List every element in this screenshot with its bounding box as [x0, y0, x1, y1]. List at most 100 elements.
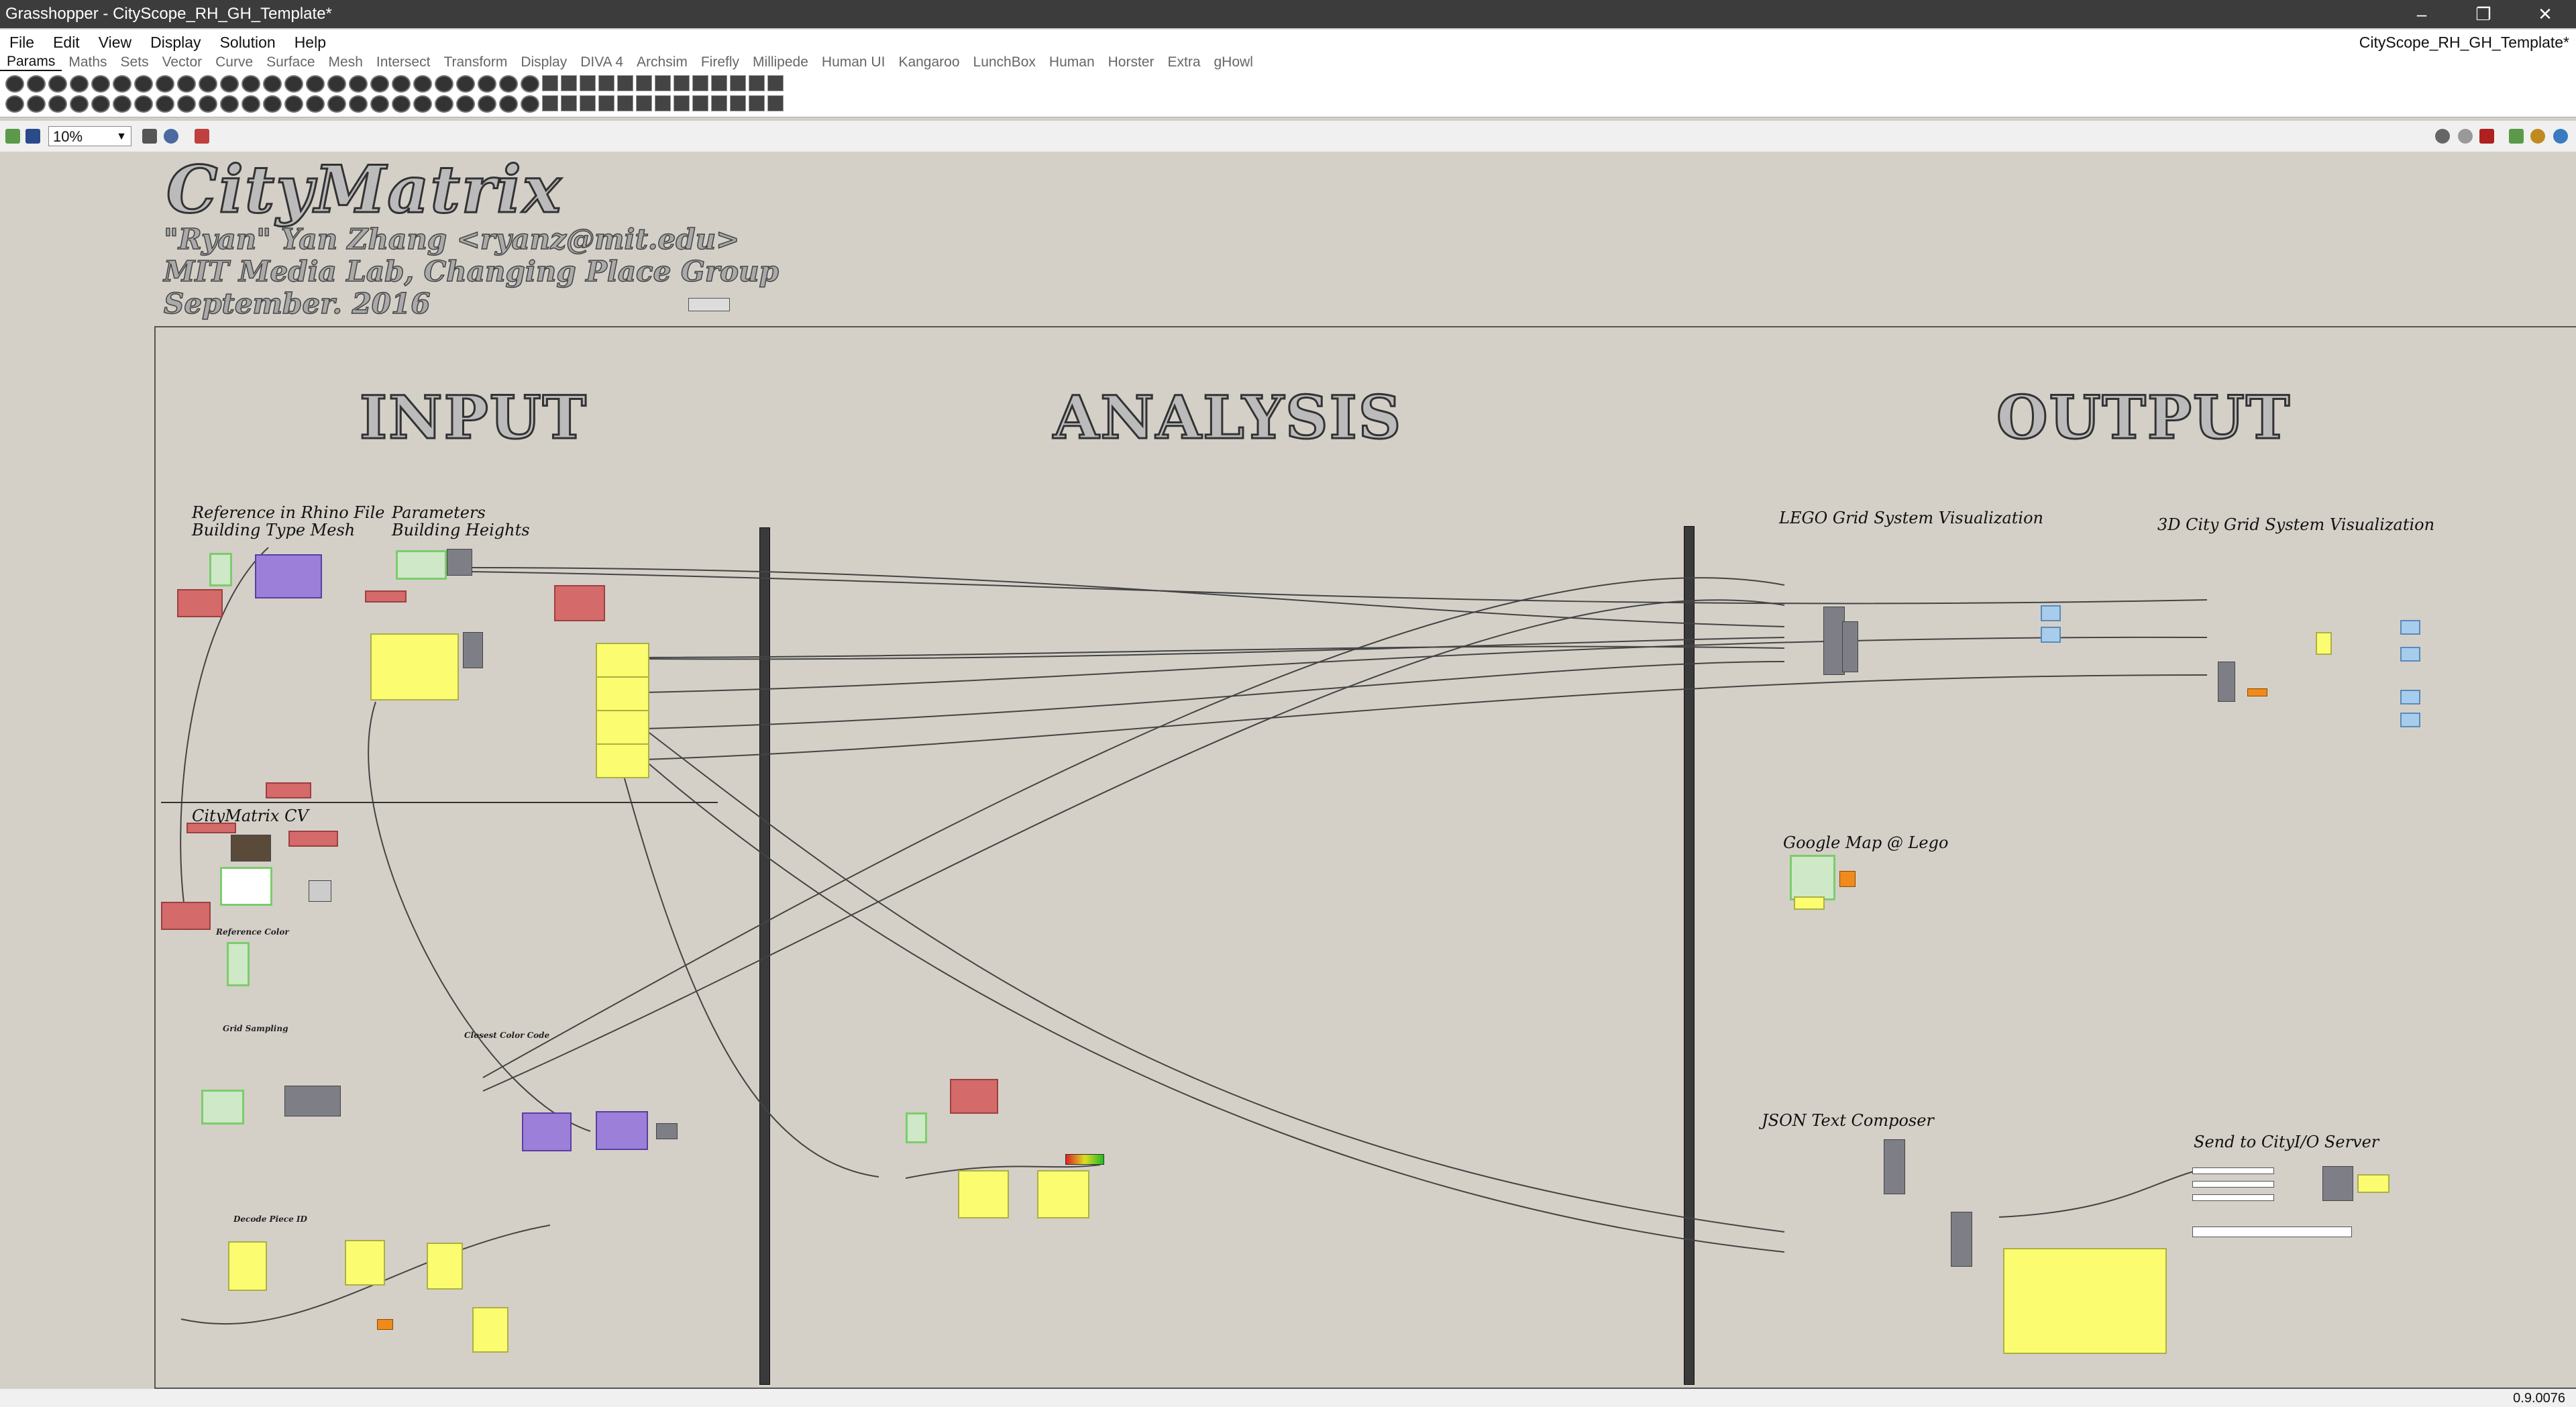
component-icon[interactable]	[48, 75, 67, 93]
menu-edit[interactable]: Edit	[53, 33, 80, 51]
slider-group[interactable]	[906, 1112, 927, 1143]
component-icon[interactable]	[27, 75, 46, 93]
gh-component[interactable]	[463, 632, 483, 668]
component-icon[interactable]	[113, 95, 131, 113]
component-icon[interactable]	[392, 75, 411, 93]
component-icon[interactable]	[542, 75, 558, 91]
text-panel[interactable]	[596, 743, 649, 778]
minimize-button[interactable]: –	[2416, 3, 2427, 24]
component-icon[interactable]	[241, 75, 260, 93]
component-icon[interactable]	[655, 95, 671, 111]
preview-component[interactable]	[2400, 647, 2420, 662]
menu-view[interactable]: View	[98, 33, 132, 51]
component-icon[interactable]	[711, 95, 727, 111]
component-icon[interactable]	[91, 75, 110, 93]
component-icon[interactable]	[521, 95, 539, 113]
gh-component[interactable]	[1823, 607, 1845, 675]
tab-kangaroo[interactable]: Kangaroo	[898, 54, 960, 70]
gh-component[interactable]	[1951, 1212, 1972, 1267]
warning-panel[interactable]	[365, 590, 407, 603]
send-component[interactable]	[2322, 1166, 2353, 1201]
tab-archsim[interactable]: Archsim	[637, 54, 688, 70]
tab-millipede[interactable]: Millipede	[753, 54, 808, 70]
component-icon[interactable]	[156, 75, 174, 93]
response-panel[interactable]	[2192, 1227, 2352, 1237]
text-panel[interactable]	[596, 676, 649, 711]
url-panel[interactable]	[2192, 1167, 2274, 1174]
global-preview-icon[interactable]	[2553, 129, 2568, 144]
menu-display[interactable]: Display	[150, 33, 201, 51]
menu-file[interactable]: File	[9, 33, 35, 51]
text-panel[interactable]	[370, 633, 459, 700]
component-icon[interactable]	[5, 95, 24, 113]
tab-display[interactable]: Display	[521, 54, 568, 70]
warning-panel[interactable]	[177, 589, 223, 617]
component-icon[interactable]	[617, 75, 633, 91]
tab-firefly[interactable]: Firefly	[700, 54, 740, 70]
preview-component[interactable]	[2400, 690, 2420, 705]
tab-intersect[interactable]: Intersect	[376, 54, 431, 70]
tab-curve[interactable]: Curve	[215, 54, 254, 70]
component-icon[interactable]	[306, 95, 325, 113]
component-icon[interactable]	[730, 95, 746, 111]
text-panel[interactable]	[472, 1307, 508, 1353]
warning-panel[interactable]	[186, 823, 236, 833]
component-icon[interactable]	[617, 95, 633, 111]
component-icon[interactable]	[435, 95, 453, 113]
component-icon[interactable]	[655, 75, 671, 91]
component-icon[interactable]	[327, 75, 346, 93]
url-panel[interactable]	[2192, 1181, 2274, 1188]
slider-group[interactable]	[201, 1090, 244, 1125]
grasshopper-canvas[interactable]: CityMatrix "Ryan" Yan Zhang <ryanz@mit.e…	[0, 152, 2576, 1389]
text-panel[interactable]	[228, 1241, 267, 1291]
tab-vector[interactable]: Vector	[162, 54, 203, 70]
component-icon[interactable]	[711, 75, 727, 91]
text-panel[interactable]	[1794, 896, 1825, 910]
component-icon[interactable]	[306, 75, 325, 93]
camera-component[interactable]	[231, 835, 271, 862]
document-preview-icon[interactable]	[2530, 129, 2545, 144]
component-icon[interactable]	[456, 75, 475, 93]
component-icon[interactable]	[349, 95, 368, 113]
component-icon[interactable]	[349, 75, 368, 93]
component-icon[interactable]	[767, 95, 784, 111]
text-panel[interactable]	[596, 710, 649, 745]
url-panel[interactable]	[2192, 1194, 2274, 1201]
cluster-component[interactable]	[522, 1112, 572, 1151]
color-swatch-group[interactable]	[227, 942, 250, 986]
warning-panel[interactable]	[950, 1079, 998, 1114]
tab-params[interactable]: Params	[0, 54, 62, 71]
component-icon[interactable]	[220, 95, 239, 113]
component-icon[interactable]	[598, 75, 614, 91]
component-icon[interactable]	[392, 95, 411, 113]
component-icon[interactable]	[134, 95, 153, 113]
component-icon[interactable]	[413, 75, 432, 93]
preview-component[interactable]	[2400, 620, 2420, 635]
component-icon[interactable]	[134, 75, 153, 93]
component-icon[interactable]	[636, 95, 652, 111]
tab-horster[interactable]: Horster	[1108, 54, 1155, 70]
map-group[interactable]	[1790, 855, 1835, 900]
component-icon[interactable]	[177, 95, 196, 113]
gh-component[interactable]	[2247, 688, 2267, 696]
gh-component[interactable]	[656, 1123, 678, 1139]
text-panel[interactable]	[596, 643, 649, 678]
gh-component[interactable]	[1839, 871, 1856, 887]
preview-eye-icon[interactable]	[164, 129, 178, 144]
component-icon[interactable]	[113, 75, 131, 93]
wireframe-preview-icon[interactable]	[2435, 129, 2450, 144]
component-icon[interactable]	[499, 75, 518, 93]
component-icon[interactable]	[767, 75, 784, 91]
gh-component[interactable]	[309, 880, 331, 902]
text-panel[interactable]	[2357, 1174, 2390, 1193]
component-icon[interactable]	[370, 75, 389, 93]
component-icon[interactable]	[542, 95, 558, 111]
warning-panel[interactable]	[161, 902, 211, 930]
zoom-extents-icon[interactable]	[142, 129, 157, 144]
component-icon[interactable]	[435, 75, 453, 93]
tab-human-ui[interactable]: Human UI	[821, 54, 885, 70]
component-icon[interactable]	[413, 95, 432, 113]
component-icon[interactable]	[580, 95, 596, 111]
slider-group[interactable]	[396, 550, 447, 580]
tab-ghowl[interactable]: gHowl	[1214, 54, 1253, 70]
